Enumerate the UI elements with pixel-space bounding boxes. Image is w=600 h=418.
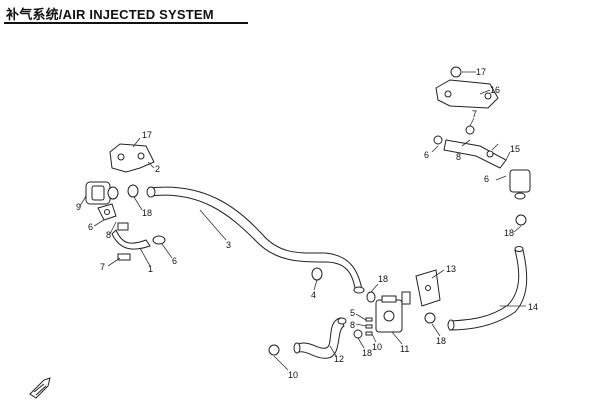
callout-8-right: 8: [456, 152, 461, 162]
air-valve: [375, 291, 411, 333]
callout-9: 9: [76, 202, 81, 212]
callout-7-left: 7: [100, 262, 105, 272]
callout-17-left: 17: [142, 130, 152, 140]
callout-2: 2: [155, 164, 160, 174]
callout-5: 5: [350, 308, 355, 318]
callout-15: 15: [510, 144, 520, 154]
callout-7-right: 7: [472, 109, 477, 119]
callout-18-lower: 18: [362, 348, 372, 358]
callout-11: 11: [400, 344, 409, 354]
callout-18-right: 18: [504, 228, 514, 238]
valve-bracket: [415, 269, 441, 307]
callout-12: 12: [334, 354, 344, 364]
callout-17-right: 17: [476, 67, 486, 77]
valve-clamp-top: [366, 291, 376, 303]
callout-18-left: 18: [142, 208, 152, 218]
left-gasket: [97, 203, 117, 221]
callout-8-valve: 8: [350, 320, 355, 330]
right-valve-assembly: [433, 125, 531, 200]
callout-18-valve: 18: [378, 274, 388, 284]
callout-14: 14: [528, 302, 538, 312]
callout-13: 13: [446, 264, 456, 274]
callout-16: 16: [490, 85, 500, 95]
title-underline: [4, 22, 248, 24]
lower-clamp: [268, 344, 280, 356]
callout-1: 1: [148, 264, 153, 274]
left-pipe-assembly: [111, 222, 166, 261]
callout-18-lower-right: 18: [436, 336, 446, 346]
callout-8-left: 8: [106, 230, 111, 240]
lower-hose: [293, 317, 347, 359]
callout-6-right: 6: [484, 174, 489, 184]
callout-6-mid: 6: [172, 256, 177, 266]
callout-10-lower: 10: [288, 370, 298, 380]
callout-6-right-top: 6: [424, 150, 429, 160]
valve-clamp-bottom: [353, 329, 363, 339]
right-top-bracket: [435, 66, 499, 109]
callout-6-left: 6: [88, 222, 93, 232]
valve-clamp-right: [424, 312, 436, 324]
bolt-set: [365, 317, 373, 336]
center-clamp: [311, 267, 323, 281]
diagram-title: 补气系统/AIR INJECTED SYSTEM: [6, 7, 214, 22]
right-hose: [447, 246, 528, 331]
callout-4: 4: [311, 290, 316, 300]
callout-10-valve: 10: [372, 342, 382, 352]
leader-lines: [79, 71, 526, 371]
right-clamp: [515, 214, 527, 226]
left-clamp: [127, 184, 139, 198]
left-valve: [85, 181, 119, 205]
main-air-hose: [146, 186, 365, 294]
upper-left-bracket: [109, 143, 155, 173]
direction-arrow-icon: [29, 377, 51, 399]
callout-3: 3: [226, 240, 231, 250]
callout-labels: 17 2 9 18 8 3 6 7 1 6 4 17 16 7 6 8 6 15…: [76, 67, 538, 380]
